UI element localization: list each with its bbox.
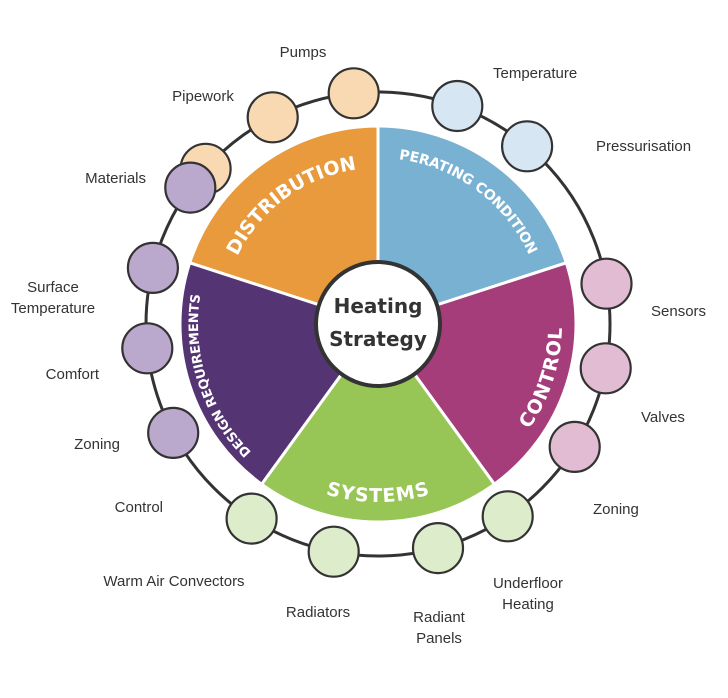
label-comfort: Comfort <box>46 366 100 383</box>
node-sensors <box>580 257 633 310</box>
node-radiant-panels <box>411 521 465 575</box>
node-pipework <box>246 91 299 144</box>
node-comfort <box>126 241 179 294</box>
node-radiators <box>307 525 360 578</box>
label-radiant-panels-line-2: Panels <box>416 630 462 647</box>
center-circle <box>314 260 442 388</box>
label-pumps: Pumps <box>280 44 327 61</box>
label-zoning-control: Zoning <box>593 501 639 518</box>
node-pressurisation <box>500 120 554 173</box>
node-temperature <box>431 79 484 133</box>
node-surface-temperature <box>164 161 217 214</box>
label-materials: Materials <box>85 170 146 187</box>
label-sensors: Sensors <box>651 303 706 320</box>
label-control: Control <box>115 499 163 516</box>
node-zoning-design <box>121 322 174 375</box>
segment-systems <box>259 321 497 524</box>
node-pumps <box>327 67 380 120</box>
topic-labels: PumpsPipeworkMaterialsTemperaturePressur… <box>11 44 706 647</box>
topic-nodes <box>121 67 633 578</box>
node-underfloor-heating <box>481 490 534 543</box>
label-pipework: Pipework <box>172 88 234 105</box>
node-control <box>147 406 200 459</box>
label-temperature: Temperature <box>493 65 577 82</box>
label-underfloor-heating-line-2: Heating <box>502 596 554 613</box>
center-title-line-2: Strategy <box>329 327 427 351</box>
label-radiators: Radiators <box>286 604 350 621</box>
label-surface-temperature-line-1: Surface <box>27 279 79 296</box>
label-pressurisation: Pressurisation <box>596 138 691 155</box>
segment-operating-conditions <box>376 124 569 327</box>
label-radiant-panels-line-1: Radiant <box>413 609 466 626</box>
center-title-line-1: Heating <box>334 294 423 318</box>
node-zoning-control <box>548 420 601 473</box>
label-surface-temperature-line-2: Temperature <box>11 300 95 317</box>
label-underfloor-heating-line-1: Underfloor <box>493 575 563 592</box>
center-hub: Heating Strategy <box>314 260 442 388</box>
segment-distribution <box>187 124 380 327</box>
node-warm-air-convectors <box>225 492 278 545</box>
label-valves: Valves <box>641 409 685 426</box>
label-warm-air-convectors: Warm Air Convectors <box>103 573 244 590</box>
node-valves <box>579 342 632 395</box>
label-zoning-design: Zoning <box>74 436 120 453</box>
